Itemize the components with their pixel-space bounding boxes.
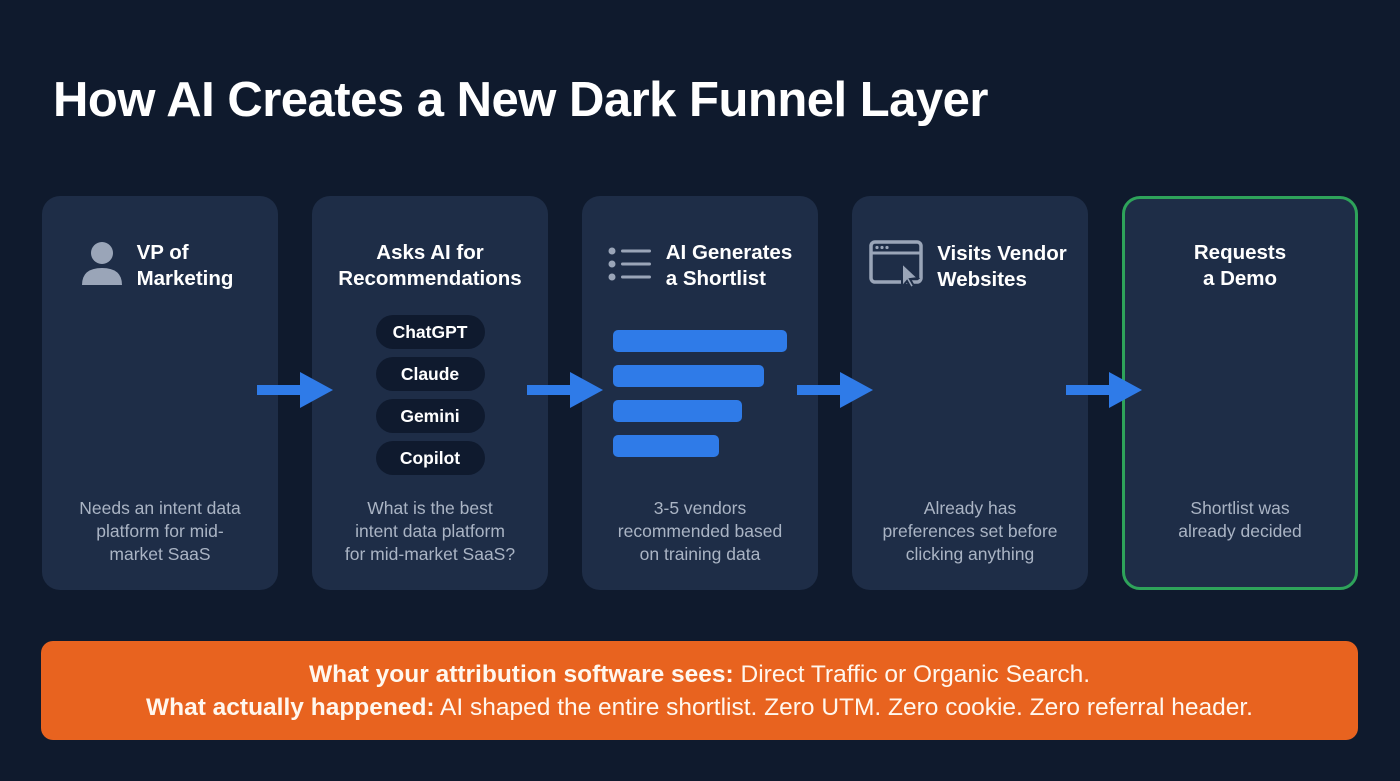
ai-tools-list: ChatGPT Claude Gemini Copilot bbox=[312, 315, 548, 475]
user-icon bbox=[81, 241, 123, 292]
ai-tool-chatgpt: ChatGPT bbox=[375, 315, 485, 349]
step-description: Needs an intent data platform for mid- m… bbox=[79, 498, 241, 564]
banner-line-happened: What actually happened: AI shaped the en… bbox=[146, 691, 1253, 724]
ai-tool-copilot: Copilot bbox=[375, 441, 485, 475]
step-title: Asks AI for Recommendations bbox=[338, 241, 522, 290]
step-description: 3-5 vendors recommended based on trainin… bbox=[617, 498, 783, 564]
step-card-requests-demo: Requests a Demo Shortlist was already de… bbox=[1122, 196, 1358, 590]
attribution-banner: What your attribution software sees: Dir… bbox=[41, 641, 1358, 740]
banner-label: What actually happened: bbox=[146, 693, 435, 721]
shortlist-bar bbox=[613, 330, 787, 352]
page-title: How AI Creates a New Dark Funnel Layer bbox=[53, 73, 989, 127]
step-title: Visits Vendor Websites bbox=[937, 241, 1067, 291]
arrow-right-icon bbox=[1066, 372, 1142, 408]
ai-tool-gemini: Gemini bbox=[375, 399, 485, 433]
step-card-vp-marketing: VP of Marketing Needs an intent data pla… bbox=[42, 196, 278, 590]
step-title: AI Generates a Shortlist bbox=[665, 241, 793, 290]
arrow-right-icon bbox=[527, 372, 603, 408]
step-title: VP of Marketing bbox=[136, 241, 234, 290]
browser-cursor-icon bbox=[869, 240, 923, 293]
step-description: Shortlist was already decided bbox=[1178, 498, 1302, 541]
banner-line-sees: What your attribution software sees: Dir… bbox=[309, 658, 1090, 691]
arrow-right-icon bbox=[257, 372, 333, 408]
list-icon bbox=[608, 247, 652, 286]
step-card-visits-websites: Visits Vendor Websites Already has prefe… bbox=[852, 196, 1088, 590]
step-title: Requests a Demo bbox=[1193, 241, 1287, 290]
ai-tool-claude: Claude bbox=[375, 357, 485, 391]
shortlist-bar bbox=[613, 400, 742, 422]
step-card-asks-ai: Asks AI for Recommendations ChatGPT Clau… bbox=[312, 196, 548, 590]
arrow-right-icon bbox=[797, 372, 873, 408]
step-description: What is the best intent data platform fo… bbox=[344, 498, 516, 564]
banner-text: AI shaped the entire shortlist. Zero UTM… bbox=[434, 693, 1253, 721]
shortlist-bar bbox=[613, 365, 764, 387]
shortlist-bar bbox=[613, 435, 719, 457]
banner-label: What your attribution software sees: bbox=[309, 660, 734, 688]
step-card-shortlist: AI Generates a Shortlist 3-5 vendors rec… bbox=[582, 196, 818, 590]
shortlist-bars bbox=[613, 330, 787, 470]
banner-text: Direct Traffic or Organic Search. bbox=[733, 660, 1090, 688]
step-description: Already has preferences set before click… bbox=[882, 498, 1058, 564]
